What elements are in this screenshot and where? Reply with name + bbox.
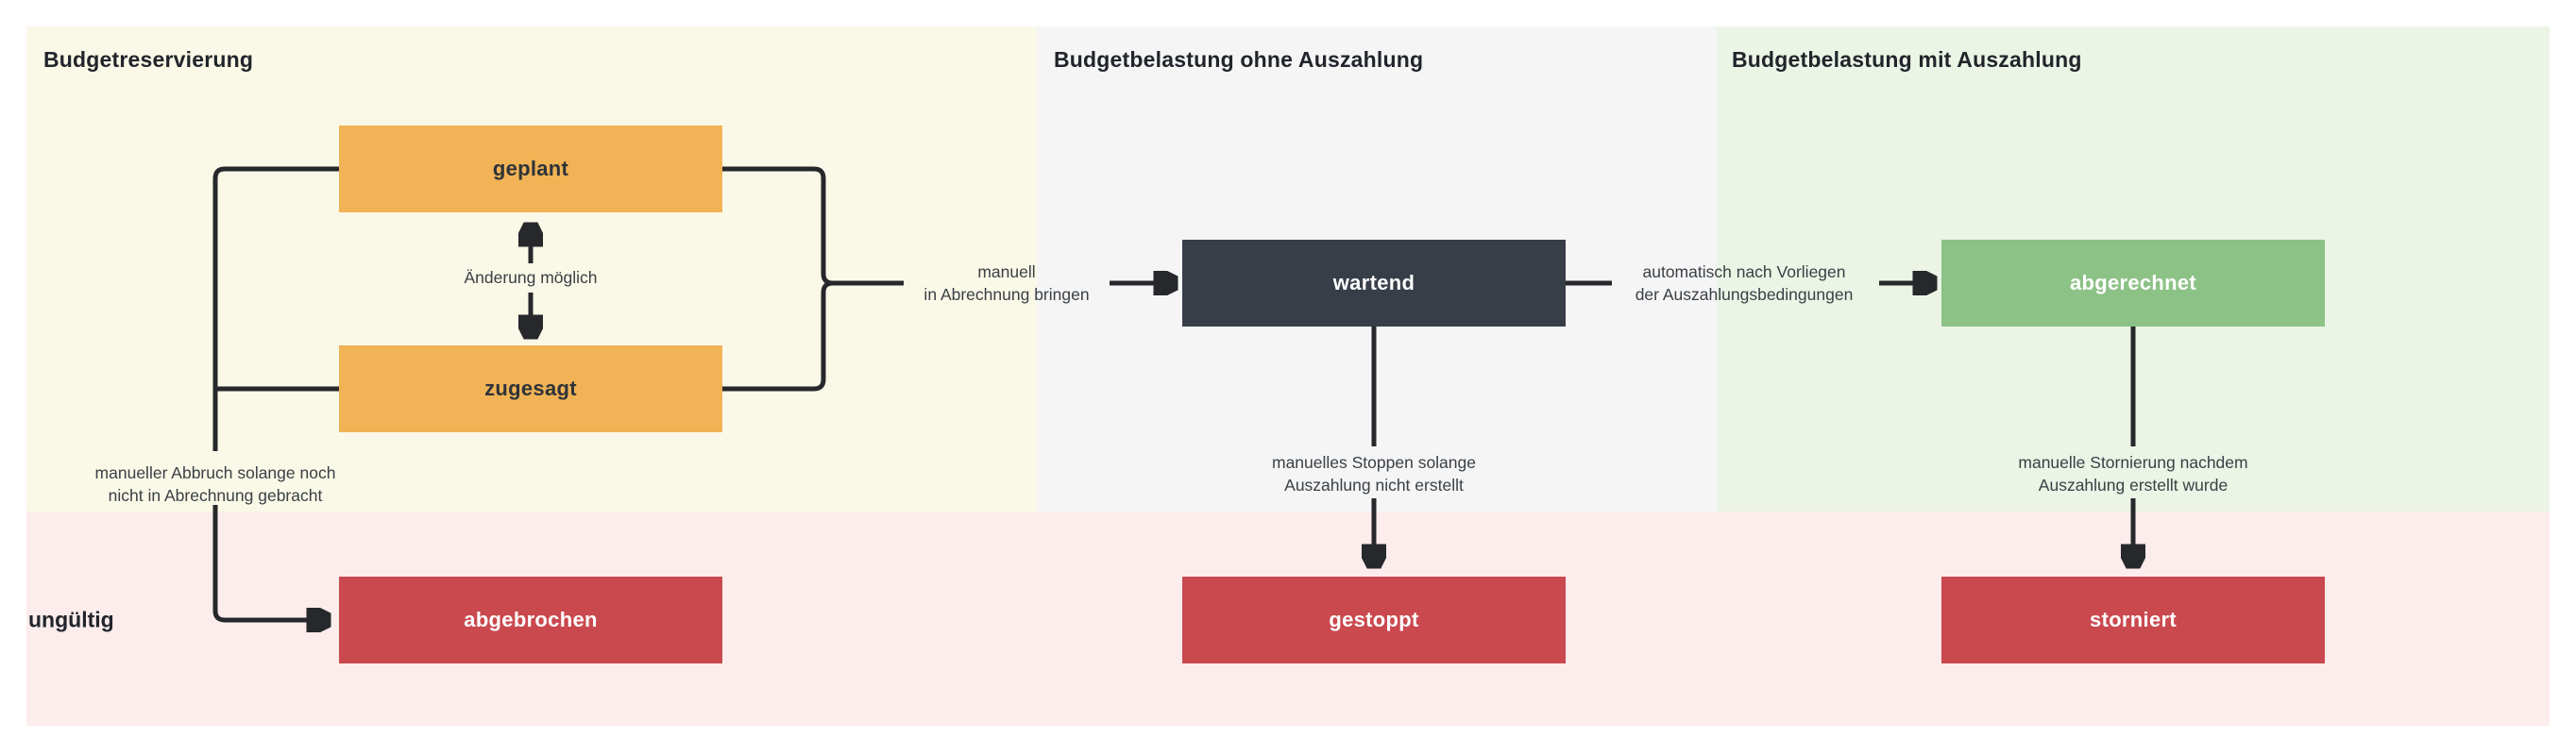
node-wartend: wartend bbox=[1182, 240, 1566, 327]
section-title-budgetreservierung: Budgetreservierung bbox=[43, 47, 254, 72]
node-abgebrochen: abgebrochen bbox=[339, 577, 722, 663]
node-geplant-label: geplant bbox=[492, 157, 569, 180]
transition-label-manuelle-stornierung: manuelle Stornierung nachdem Auszahlung … bbox=[2018, 453, 2248, 495]
node-abgerechnet: abgerechnet bbox=[1941, 240, 2325, 327]
node-storniert-label: storniert bbox=[2090, 608, 2177, 631]
section-title-budgetbelastung-mit-auszahlung: Budgetbelastung mit Auszahlung bbox=[1732, 47, 2082, 72]
edge-abbruch-upper bbox=[212, 166, 339, 451]
edge-abrechnung-bracket-top bbox=[722, 166, 834, 286]
node-wartend-label: wartend bbox=[1332, 271, 1415, 294]
invalid-band-label: ungültig bbox=[28, 607, 114, 632]
node-abgerechnet-label: abgerechnet bbox=[2069, 271, 2197, 294]
transition-label-manueller-abbruch: manueller Abbruch solange noch nicht in … bbox=[94, 463, 336, 505]
section-title-budgetbelastung-ohne-auszahlung: Budgetbelastung ohne Auszahlung bbox=[1054, 47, 1424, 72]
transition-label-in-abrechnung-bringen: manuell in Abrechnung bringen bbox=[924, 262, 1090, 304]
node-gestoppt: gestoppt bbox=[1182, 577, 1566, 663]
transition-label-manuelles-stoppen: manuelles Stoppen solange Auszahlung nic… bbox=[1272, 453, 1476, 495]
node-gestoppt-label: gestoppt bbox=[1329, 608, 1419, 631]
edge-abbruch-lower bbox=[212, 505, 329, 620]
node-storniert: storniert bbox=[1941, 577, 2325, 663]
node-abgebrochen-label: abgebrochen bbox=[464, 608, 598, 631]
node-zugesagt: zugesagt bbox=[339, 345, 722, 432]
edge-abrechnung-bracket-bottom bbox=[722, 280, 834, 392]
node-geplant: geplant bbox=[339, 126, 722, 212]
node-zugesagt-label: zugesagt bbox=[484, 377, 577, 400]
transition-label-automatisch-nach-vorliegen: automatisch nach Vorliegen der Auszahlun… bbox=[1635, 262, 1854, 304]
transition-label-aenderung-moeglich: Änderung möglich bbox=[464, 268, 598, 287]
